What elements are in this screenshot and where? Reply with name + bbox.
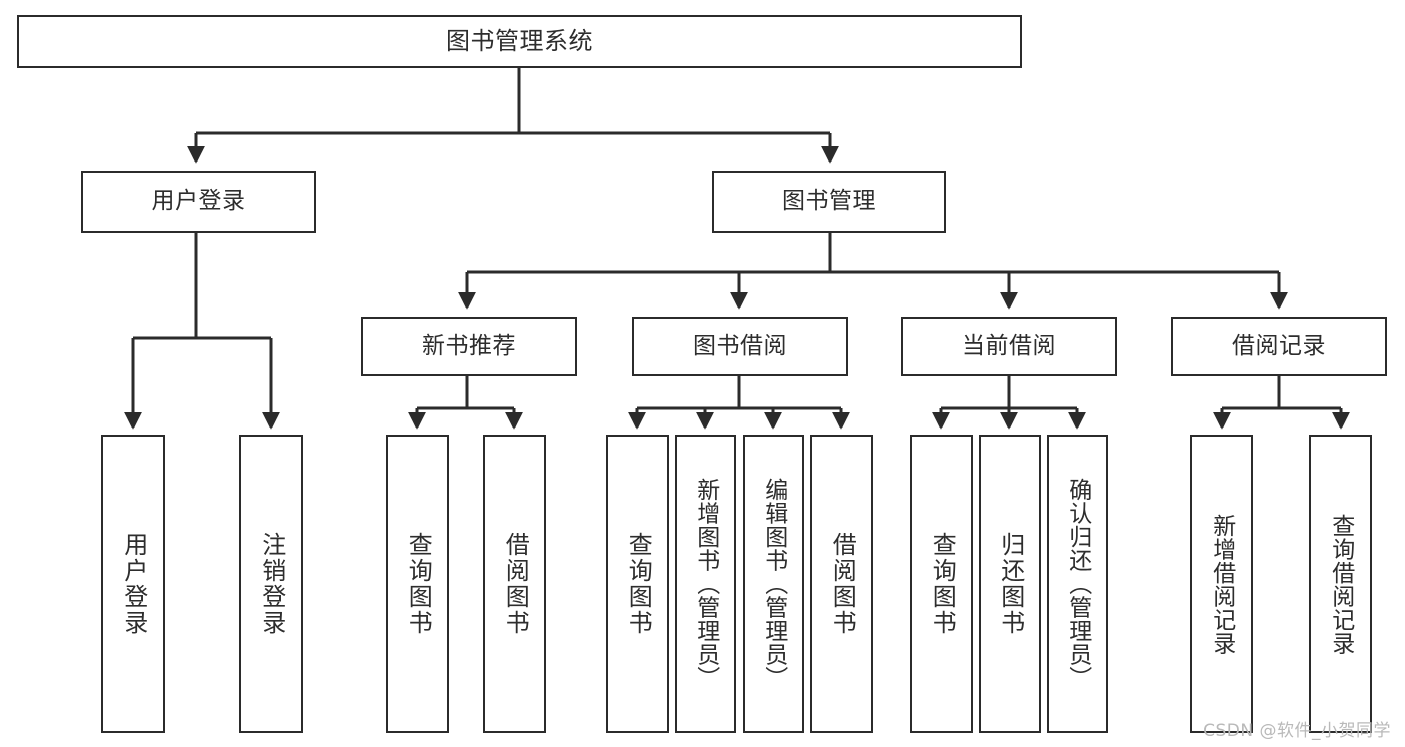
node-current-borrow[interactable]: 当前借阅 <box>901 317 1117 376</box>
node-label: 查询图书 <box>404 532 433 636</box>
leaf-user-login[interactable]: 用户登录 <box>101 435 165 733</box>
node-label: 用户登录 <box>151 188 246 215</box>
leaf-query-book-current[interactable]: 查询图书 <box>910 435 973 733</box>
node-borrow-record[interactable]: 借阅记录 <box>1171 317 1387 376</box>
node-label: 新增图书（管理员） <box>692 478 719 690</box>
node-label: 图书借阅 <box>693 332 787 359</box>
node-new-book-recommend[interactable]: 新书推荐 <box>361 317 577 376</box>
node-label: 新增借阅记录 <box>1208 513 1235 655</box>
node-label: 图书管理系统 <box>446 27 593 56</box>
leaf-borrow-book-recommend[interactable]: 借阅图书 <box>483 435 546 733</box>
node-user-login[interactable]: 用户登录 <box>81 171 316 233</box>
node-label: 归还图书 <box>996 532 1025 636</box>
node-book-management[interactable]: 图书管理 <box>712 171 946 233</box>
node-root-system[interactable]: 图书管理系统 <box>17 15 1022 68</box>
leaf-confirm-return-admin[interactable]: 确认归还（管理员） <box>1047 435 1108 733</box>
node-label: 借阅图书 <box>828 532 857 636</box>
node-label: 编辑图书（管理员） <box>760 478 787 690</box>
node-label: 查询借阅记录 <box>1327 513 1354 655</box>
leaf-edit-book-admin[interactable]: 编辑图书（管理员） <box>743 435 804 733</box>
node-label: 查询图书 <box>624 532 653 636</box>
node-label: 新书推荐 <box>422 332 516 359</box>
leaf-add-borrow-record[interactable]: 新增借阅记录 <box>1190 435 1253 733</box>
node-book-borrow[interactable]: 图书借阅 <box>632 317 848 376</box>
leaf-query-book-recommend[interactable]: 查询图书 <box>386 435 449 733</box>
node-label: 确认归还（管理员） <box>1064 478 1091 690</box>
leaf-logout[interactable]: 注销登录 <box>239 435 303 733</box>
leaf-query-borrow-record[interactable]: 查询借阅记录 <box>1309 435 1372 733</box>
leaf-borrow-book[interactable]: 借阅图书 <box>810 435 873 733</box>
leaf-query-book-borrow[interactable]: 查询图书 <box>606 435 669 733</box>
node-label: 用户登录 <box>119 532 148 636</box>
csdn-watermark: CSDN @软件_小贺同学 <box>1203 721 1391 741</box>
node-label: 当前借阅 <box>962 332 1056 359</box>
node-label: 查询图书 <box>928 532 957 636</box>
node-label: 注销登录 <box>257 532 286 636</box>
leaf-return-book[interactable]: 归还图书 <box>979 435 1041 733</box>
node-label: 图书管理 <box>782 188 876 215</box>
node-label: 借阅图书 <box>501 532 530 636</box>
leaf-add-book-admin[interactable]: 新增图书（管理员） <box>675 435 736 733</box>
node-label: 借阅记录 <box>1232 332 1326 359</box>
